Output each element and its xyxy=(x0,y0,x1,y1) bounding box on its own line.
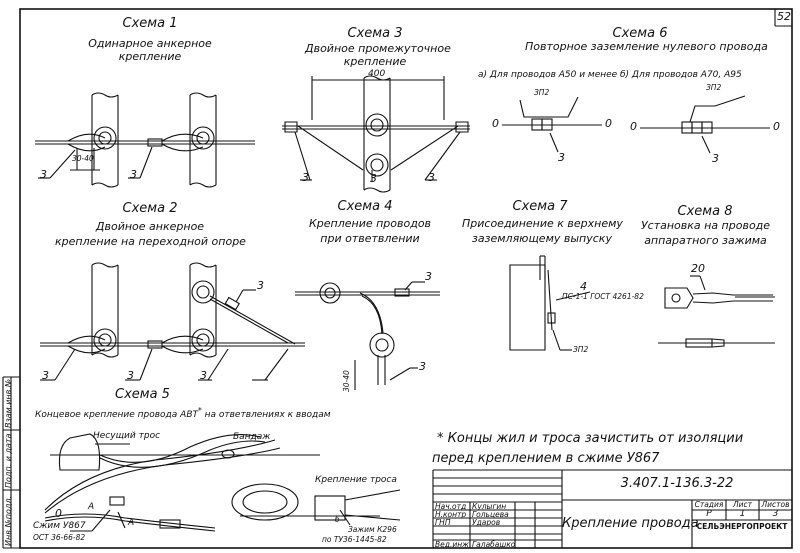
scheme4-label-a: 3 xyxy=(425,270,432,283)
scheme4-drawing xyxy=(295,281,440,390)
scheme6-variant-a: а) Для проводов А50 и менее xyxy=(478,70,618,80)
doc-code: 3.407.1-136.3-22 xyxy=(620,476,734,491)
scheme3-desc1: Двойное промежуточное xyxy=(305,42,451,55)
scheme6-variant-b: б) Для проводов А70, А95 xyxy=(620,70,742,80)
stamp-name-1: Кулыгин xyxy=(472,502,507,511)
scheme6-zero-a1: 0 xyxy=(492,117,499,130)
note-line-1: * Концы жил и троса зачистить от изоляци… xyxy=(437,431,744,446)
scheme6-label-a: 3 xyxy=(558,151,565,164)
stamp-value-sheets: 3 xyxy=(772,509,779,519)
scheme6-zero-b1: 0 xyxy=(630,120,637,133)
scheme6-desc: Повторное заземление нулевого провода xyxy=(525,40,768,53)
scheme5-label-a2: А xyxy=(128,518,135,528)
scheme7-label-4: 4 xyxy=(580,280,587,293)
scheme2-label-b: 3 xyxy=(127,369,134,382)
scheme7-drawing xyxy=(509,255,591,351)
stamp-value-sheet: 1 xyxy=(739,509,746,519)
stamp-name-3: Ударов xyxy=(472,518,501,527)
scheme5-label-zhim: Сжим У867 xyxy=(33,521,86,531)
scheme8-desc2: аппаратного зажима xyxy=(644,234,767,247)
scheme6-zp-a: ЗП2 xyxy=(534,88,550,97)
stamp-header-stage: Стадия xyxy=(694,500,724,509)
scheme5-label-b: б xyxy=(335,515,340,524)
scheme3-label-b: 3 xyxy=(370,172,377,185)
scheme1-title: Схема 1 xyxy=(122,16,178,31)
scheme6-zero-a2: 0 xyxy=(605,117,612,130)
scheme2-title: Схема 2 xyxy=(122,201,178,216)
scheme8-label-20: 20 xyxy=(691,262,705,275)
scheme6-label-b: 3 xyxy=(712,152,719,165)
scheme5-desc-main: Концевое крепление провода АВТ xyxy=(35,410,198,420)
scheme4-desc2: при ответвлении xyxy=(320,232,420,245)
scheme8-desc1: Установка на проводе xyxy=(640,219,771,232)
scheme4-title: Схема 4 xyxy=(337,199,393,214)
stamp-role-3: ГНП xyxy=(435,518,451,527)
scheme5-label-ost: ОСТ 36-66-82 xyxy=(33,533,86,542)
stamp-name-5: Галабашко xyxy=(472,540,516,549)
scheme6-title: Схема 6 xyxy=(612,26,668,41)
page-number: 52 xyxy=(777,10,791,23)
doc-name: Крепление провода xyxy=(562,516,699,531)
scheme5-desc-star: * xyxy=(197,406,202,415)
scheme2-label-d: 3 xyxy=(257,279,264,292)
scheme5-label-tu: по ТУ36-1445-82 xyxy=(322,535,387,544)
stamp-role-1: Нач.отд xyxy=(435,502,467,511)
scheme1-drawing xyxy=(35,92,255,188)
side-label-vzam: Взам.инв.№ xyxy=(4,378,13,428)
note-line-2: перед креплением в сжиме У867 xyxy=(432,451,660,466)
scheme5-drawing xyxy=(44,433,401,532)
scheme4-desc1: Крепление проводов xyxy=(308,217,432,230)
scheme1-dim: 30-40 xyxy=(72,154,94,163)
stamp-name-2: Гольцева xyxy=(472,510,509,519)
stamp-role-2: Н.контр xyxy=(435,510,467,519)
scheme8-title: Схема 8 xyxy=(677,204,733,219)
scheme3-drawing xyxy=(282,75,470,193)
scheme7-gost: ПС-1-1 ГОСТ 4261-82 xyxy=(562,292,644,301)
scheme1-label-b: 3 xyxy=(130,168,137,181)
stamp-header-sheet: Лист xyxy=(732,500,752,509)
scheme7-desc2: заземляющему выпуску xyxy=(472,232,612,245)
scheme8-drawing xyxy=(658,275,775,348)
scheme5-label-zazhim: Зажим К296 xyxy=(348,525,397,534)
scheme2-desc1: Двойное анкерное xyxy=(95,220,205,233)
scheme3-label-a: 3 xyxy=(302,171,309,184)
scheme7-zp: ЗП2 xyxy=(573,345,589,354)
stamp-header-sheets: Листов xyxy=(761,500,790,509)
scheme5-title: Схема 5 xyxy=(115,387,170,402)
scheme5-label-krepl-trosa: Крепление троса xyxy=(315,475,397,485)
title-block xyxy=(432,469,792,548)
scheme3-desc2: крепление xyxy=(343,55,407,68)
scheme6-zero-b2: 0 xyxy=(773,120,780,133)
scheme5-label-tros: Несущий трос xyxy=(93,431,161,441)
scheme7-title: Схема 7 xyxy=(512,199,568,214)
scheme7-desc1: Присоединение к верхнему xyxy=(462,217,623,230)
scheme5-label-zero: 0 xyxy=(55,507,62,520)
scheme5-label-a1: А xyxy=(88,502,95,512)
side-label-inv: Инв.№подл. xyxy=(4,495,13,546)
scheme2-drawing xyxy=(40,262,305,381)
scheme2-label-c: 3 xyxy=(200,369,207,382)
stamp-role-5: Вед.инж xyxy=(435,540,469,549)
side-label-podp: Подп. и дата xyxy=(4,433,13,489)
scheme3-dim: 400 xyxy=(368,69,386,79)
scheme5-label-bandazh: Бандаж xyxy=(233,432,271,442)
scheme1-desc1: Одинарное анкерное xyxy=(88,37,212,50)
scheme5-desc: Концевое крепление провода АВТ* на ответ… xyxy=(35,407,331,420)
scheme5-desc-end: на ответвлениях к вводам xyxy=(204,410,331,420)
stamp-org: СЕЛЬЭНЕРГОПРОЕКТ xyxy=(696,522,788,531)
scheme1-label-a: 3 xyxy=(40,168,47,181)
stamp-value-stage: Р xyxy=(706,509,712,519)
scheme4-label-b: 3 xyxy=(419,360,426,373)
scheme3-label-c: 3 xyxy=(428,171,435,184)
scheme4-dim: 30-40 xyxy=(342,370,351,392)
scheme6-zp-b: ЗП2 xyxy=(706,83,722,92)
scheme6-drawing xyxy=(502,95,770,154)
scheme2-label-a: 3 xyxy=(42,369,49,382)
scheme2-desc2: крепление на переходной опоре xyxy=(55,235,246,248)
scheme3-title: Схема 3 xyxy=(347,26,403,41)
scheme1-desc2: крепление xyxy=(118,50,182,63)
